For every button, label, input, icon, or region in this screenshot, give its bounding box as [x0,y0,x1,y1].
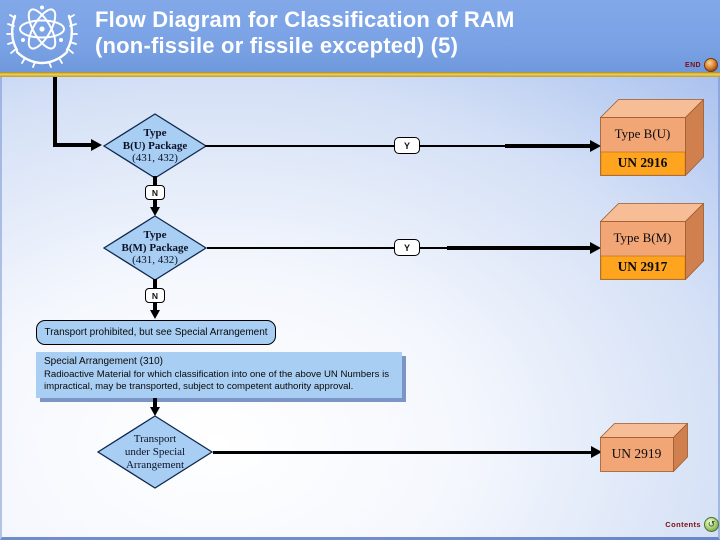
special-arrangement-body: Radioactive Material for which classific… [44,369,390,393]
arrowhead-into-result-bu [590,140,601,152]
arrowhead-into-decision-sa [149,407,160,416]
decision-line: (431, 432) [132,254,178,267]
result-box-type-bm: Type B(M) UN 2917 [599,202,705,285]
result-sa-un-number: UN 2919 [611,446,662,461]
no-label: N [151,187,159,198]
connector-sa-yes-line [213,450,591,454]
end-sphere-icon[interactable] [704,58,718,72]
special-arrangement-box: Special Arrangement (310) Radioactive Ma… [36,352,402,398]
end-label[interactable]: END [685,61,701,69]
decision-transport-special-arrangement: Transport under Special Arrangement [96,415,214,489]
connector-entry-vertical [53,77,57,147]
connector-entry-horizontal [53,143,91,147]
decision-line: (431, 432) [132,152,178,165]
yes-label: Y [403,242,410,253]
connector-bm-no-lower [153,302,157,311]
connector-bu-yes-line [205,144,515,147]
decision-sa-text: Transport under Special Arrangement [97,415,213,489]
decision-line: B(M) Package [121,241,189,254]
result-box-sa-shape [599,422,689,473]
arrowhead-into-result-sa [591,446,602,458]
decision-line: Type [143,229,167,242]
decision-type-bm-text: Type B(M) Package (431, 432) [103,215,207,281]
yes-tag-bm: Y [394,239,420,256]
slide-title-line1: Flow Diagram for Classification of RAM [95,7,515,32]
contents-nav-button[interactable]: Contents ↺ [665,517,719,532]
no-label: N [151,290,159,301]
result-bm-title: Type B(M) [613,230,672,245]
contents-label[interactable]: Contents [665,520,701,529]
result-bm-un-number: UN 2917 [617,259,668,274]
iaea-logo-icon [6,5,78,68]
connector-bm-no-upper [153,279,157,289]
arrowhead-into-prohibited-note [149,310,160,319]
decision-line: Transport [133,432,177,445]
decision-line: Arrangement [125,458,185,471]
header-gold-rule [0,72,720,77]
end-nav-button[interactable]: END [685,58,718,72]
result-box-un2919: UN 2919 [599,422,689,477]
yes-tag-bu: Y [394,137,420,154]
decision-type-bu-text: Type B(U) Package (431, 432) [103,113,207,179]
no-tag-bu: N [145,185,165,200]
slide-title-line2: (non-fissile or fissile excepted) (5) [95,33,459,58]
yes-label: Y [403,140,410,151]
no-tag-bm: N [145,288,165,303]
result-box-bu-shape [599,98,705,177]
decision-type-bm-package: Type B(M) Package (431, 432) [102,215,208,281]
result-bu-title: Type B(U) [614,126,671,141]
decision-line: under Special [124,445,186,458]
result-box-type-bu: Type B(U) UN 2916 [599,98,705,181]
connector-bm-yes-line [207,246,487,249]
result-box-bm-shape [599,202,705,281]
arrowhead-into-decision-bm [149,207,160,216]
decision-line: B(U) Package [122,139,188,152]
connector-bu-no-upper [153,176,157,186]
diamond-shape [96,415,214,489]
prohibited-note-text: Transport prohibited, but see Special Ar… [44,327,268,338]
connector-bu-no-lower [153,199,157,208]
slide-title: Flow Diagram for Classification of RAM (… [95,7,705,59]
header-bar: Flow Diagram for Classification of RAM (… [0,0,720,72]
transport-prohibited-note: Transport prohibited, but see Special Ar… [36,320,276,345]
connector-bu-yes-line-thick [505,143,590,148]
connector-bm-yes-line-thick [447,245,590,250]
special-arrangement-heading: Special Arrangement (310) [44,356,163,367]
arrowhead-into-decision-bu [91,139,102,151]
connector-sa-down [153,398,157,407]
decision-line: Type [143,127,167,140]
contents-back-icon[interactable]: ↺ [704,517,719,532]
decision-type-bu-package: Type B(U) Package (431, 432) [102,113,208,179]
result-bu-un-number: UN 2916 [617,155,668,170]
arrowhead-into-result-bm [590,242,601,254]
